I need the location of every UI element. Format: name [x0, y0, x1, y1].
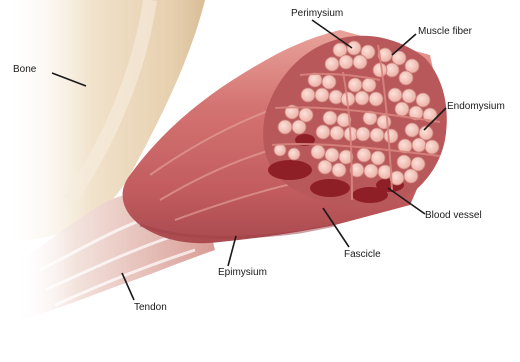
label-endomysium: Endomysium [447, 101, 505, 113]
label-perimysium: Perimysium [291, 8, 343, 20]
label-tendon: Tendon [134, 302, 167, 314]
label-bone: Bone [13, 64, 36, 76]
label-muscle-fiber: Muscle fiber [418, 26, 472, 38]
label-epimysium: Epimysium [218, 267, 267, 279]
label-fascicle: Fascicle [344, 249, 381, 261]
label-blood-vessel: Blood vessel [425, 210, 482, 222]
